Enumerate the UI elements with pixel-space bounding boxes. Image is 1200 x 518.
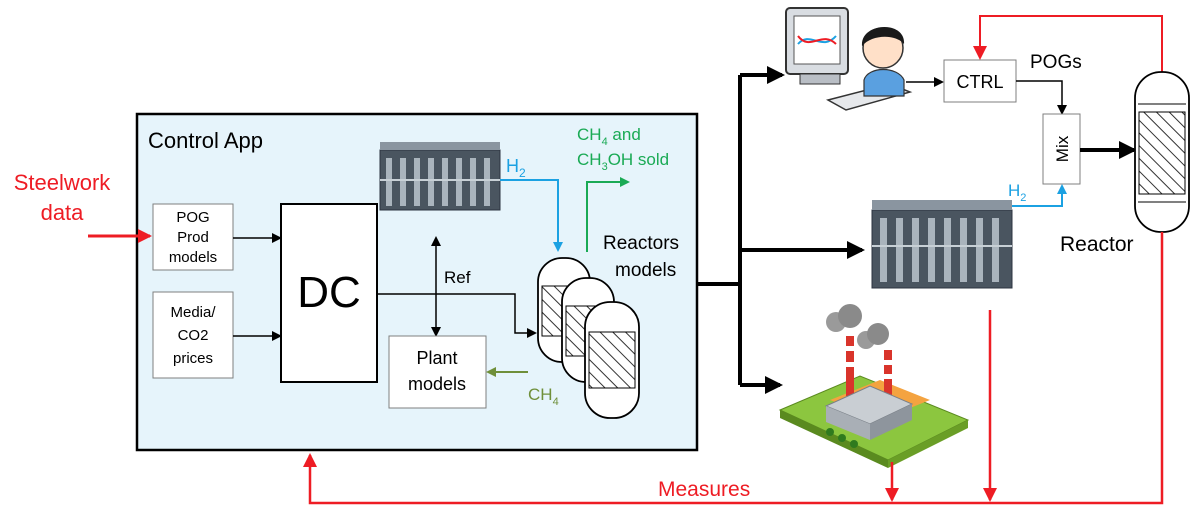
control-app-title: Control App bbox=[148, 128, 263, 153]
media-co2-prices-box bbox=[152, 291, 234, 379]
ctrl-to-mix-arrow bbox=[1016, 80, 1067, 115]
h2-inner-label: H2 bbox=[506, 156, 526, 180]
steelwork-label-2: data bbox=[41, 200, 85, 225]
media-line1: Media/ bbox=[170, 304, 216, 321]
plant-line2: models bbox=[408, 374, 466, 394]
pog-prod-models-box bbox=[152, 203, 234, 271]
pog-prod-line3: models bbox=[169, 249, 217, 266]
measures-label: Measures bbox=[658, 478, 750, 501]
pog-prod-line2: Prod bbox=[177, 229, 209, 246]
mix-box bbox=[1042, 113, 1081, 185]
h2-inner-arrow bbox=[500, 179, 563, 252]
electrolyzer-right-icon bbox=[871, 200, 1013, 289]
h2-right-arrow bbox=[1012, 184, 1067, 207]
mix-label: Mix bbox=[1053, 135, 1072, 162]
ctrl-box bbox=[943, 59, 1017, 103]
ref-label: Ref bbox=[444, 268, 471, 287]
dc-label: DC bbox=[297, 268, 361, 317]
dc-to-reactors-line bbox=[377, 293, 537, 338]
reactor-measure-line bbox=[303, 232, 1164, 505]
sold-arrow bbox=[586, 177, 630, 252]
plant-line1: Plant bbox=[416, 348, 457, 368]
power-plant-icon bbox=[778, 304, 970, 468]
reactor-column-icon bbox=[1134, 71, 1190, 233]
sold-line1: CH4 and bbox=[577, 125, 641, 148]
pogs-label: POGs bbox=[1030, 52, 1082, 73]
media-line2: CO2 bbox=[178, 327, 209, 344]
operator-computer-icon bbox=[785, 7, 913, 111]
dc-box bbox=[280, 203, 378, 383]
ctrl-label: CTRL bbox=[956, 72, 1003, 92]
sold-line2: CH3OH sold bbox=[577, 150, 669, 173]
reactor-models-icon bbox=[537, 257, 640, 419]
pog-prod-line1: POG bbox=[176, 209, 209, 226]
reactor-feedback-to-ctrl bbox=[973, 15, 1163, 72]
steelwork-label-1: Steelwork bbox=[14, 170, 112, 195]
electrolyzer-icon bbox=[379, 142, 501, 211]
h2-right-label: H2 bbox=[1008, 181, 1026, 204]
reactors-line2: models bbox=[615, 260, 676, 281]
reactor-label: Reactor bbox=[1060, 233, 1134, 256]
reactors-line1: Reactors bbox=[603, 233, 679, 254]
plant-models-box bbox=[388, 335, 487, 409]
ch4-label: CH4 bbox=[528, 385, 559, 408]
media-line3: prices bbox=[173, 350, 213, 367]
